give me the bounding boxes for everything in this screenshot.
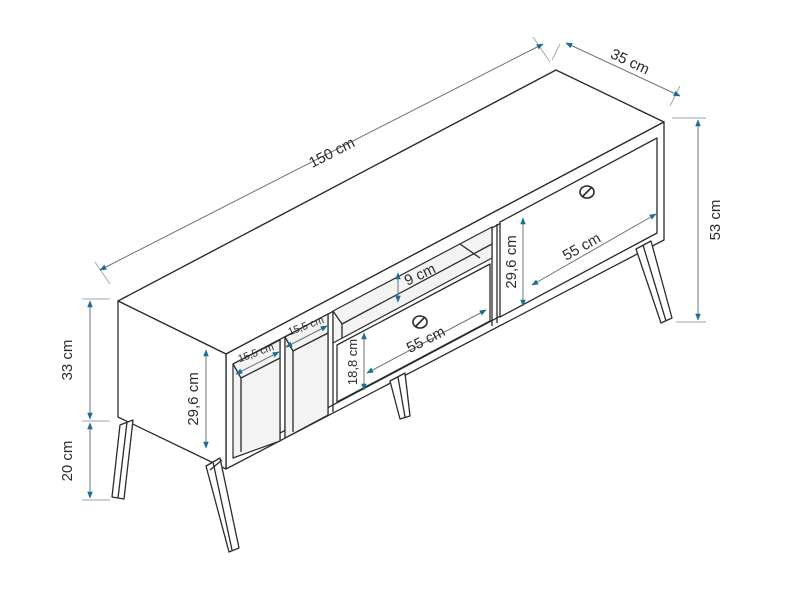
- label-width: 150 cm: [306, 134, 358, 171]
- label-door-height: 29,6 cm: [503, 235, 520, 288]
- label-total-height: 53 cm: [707, 200, 724, 241]
- leg-front-left: [205, 457, 240, 553]
- label-drawer-height: 18,8 cm: [345, 339, 360, 385]
- label-left-shelf-height: 29,6 cm: [185, 372, 202, 425]
- leg-front-right: [635, 240, 673, 324]
- door-handle-icon: [579, 185, 595, 199]
- label-body-height: 33 cm: [59, 340, 76, 381]
- dimension-lines: [82, 36, 706, 501]
- leg-middle: [389, 372, 411, 420]
- cabinet-left-side: [117, 300, 227, 470]
- label-leg-height: 20 cm: [59, 441, 76, 482]
- label-depth: 35 cm: [608, 46, 652, 79]
- leg-back-left: [111, 419, 134, 500]
